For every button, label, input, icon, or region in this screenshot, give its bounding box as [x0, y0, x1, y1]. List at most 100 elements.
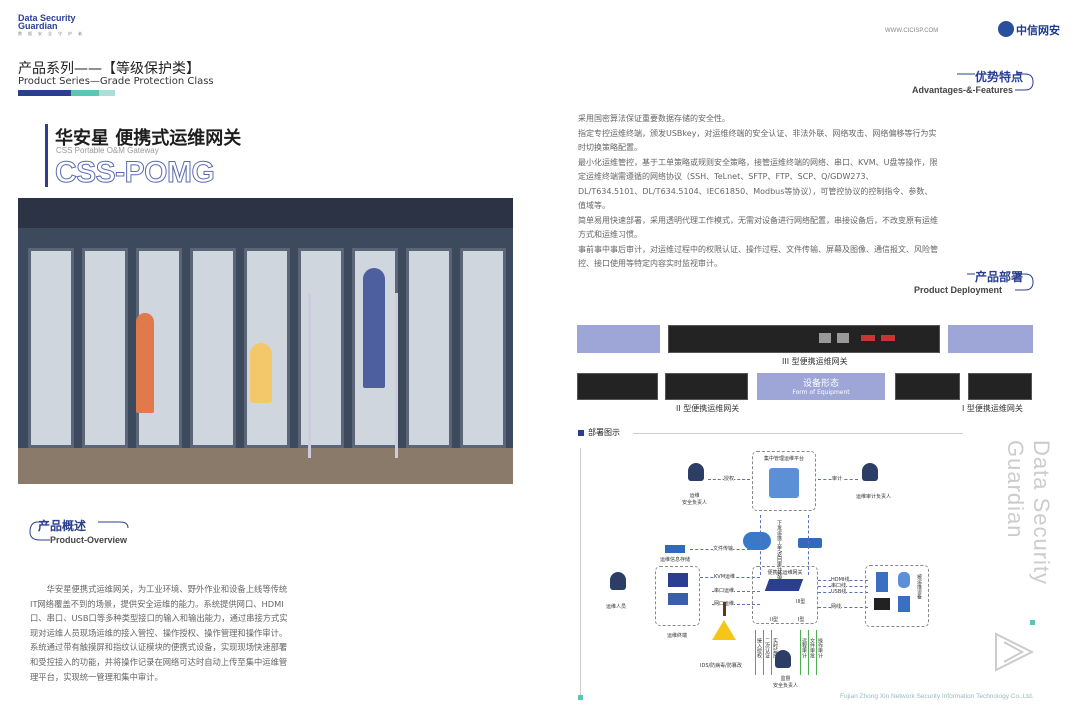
net-line-label: 网线: [831, 603, 842, 610]
server-rack: [298, 248, 344, 448]
file-transfer-label: 文件传输: [713, 545, 734, 552]
hdmi-label: HDMI线: [831, 576, 850, 583]
monitor-icon: [667, 573, 688, 587]
features-list: 采用国密算法保证重要数据存储的安全性。 指定专控运维终端，颁发USBkey，对运…: [578, 112, 938, 272]
series-subtitle: Product Series—Grade Protection Class: [18, 76, 214, 87]
deployment-heading: 产品部署: [975, 270, 1024, 284]
laptop-icon: [667, 593, 688, 605]
person-on-ladder: [363, 268, 385, 388]
feature-item: 采用国密算法保证重要数据存储的安全性。: [578, 114, 730, 123]
type2-label: II型: [770, 617, 778, 623]
arrow: [818, 607, 868, 608]
features-heading-frame: [957, 73, 1034, 91]
feature-item: 简单易用快速部署，采用透明代理工作模式，无需对设备进行网络配置，串接设备后，不改…: [578, 215, 938, 240]
server-icon: [898, 596, 910, 612]
green-arrow-down: [816, 630, 817, 675]
green-arrow-up: [755, 630, 756, 675]
company-logo-icon: [998, 21, 1014, 37]
kvm-label: KVM运维: [714, 573, 736, 580]
device-type3-image: [668, 325, 940, 353]
device-type3-caption: III 型便携运维网关: [782, 357, 848, 366]
device-type1-caption: I 型便携运维网关: [962, 404, 1023, 413]
form-en: Form of Equipment: [792, 389, 850, 396]
supervisor-icon: [775, 650, 791, 668]
decor-block-left: [577, 325, 660, 353]
serial-label: 串口运维: [714, 587, 735, 594]
person-icon: [862, 463, 878, 481]
green-arrow-up: [771, 630, 772, 675]
brand-outline-logo: [995, 632, 1035, 672]
brand-tagline: 数据安全守护者: [18, 31, 88, 36]
form-cn: 设备形态: [802, 379, 839, 389]
floor: [18, 448, 513, 484]
green-arrow-up: [763, 630, 764, 675]
decor-block-right: [948, 325, 1033, 353]
warning-icon: [712, 620, 736, 640]
website-url[interactable]: WWW.CICISP.COM: [885, 28, 939, 34]
brand-logo: Data Security Guardian: [18, 14, 78, 31]
server-rack: [28, 248, 74, 448]
hdmi-port: [861, 335, 875, 341]
ids-label: IDS/防病毒/防篡改: [700, 663, 742, 669]
usb-label: USB线: [831, 588, 847, 595]
dispatch-label: 下发运维工单/返回审计数据: [776, 520, 782, 582]
server-rack: [460, 248, 506, 448]
usb-key-icon: [798, 538, 822, 548]
gateway-box: 便携式运维网关: [752, 566, 818, 624]
divider-vertical: [580, 448, 581, 700]
series-title: 产品系列——【等级保护类】: [18, 61, 200, 77]
platform-box: 集中管理运维平台: [752, 451, 816, 511]
ceiling: [18, 198, 513, 228]
overview-heading: 产品概述: [38, 519, 87, 533]
down-label: 远程审计: [801, 638, 807, 658]
supervisor-label: 监督 安全负责人: [773, 676, 799, 689]
cloud-icon: [743, 532, 771, 550]
company-logo-text: 中信网安: [1016, 24, 1060, 37]
footer-company: Fujian Zhong Xin Network Security Inform…: [840, 693, 1034, 700]
switch-icon: [874, 598, 890, 610]
overview-heading-frame: [29, 521, 129, 541]
gateway-icon: [764, 579, 804, 591]
ladder: [308, 293, 398, 458]
feature-item: 指定专控运维终端，颁发USBkey，对运维终端的安全认证、非法外联、网络攻击、网…: [578, 128, 937, 153]
server-room-illustration: [18, 198, 513, 484]
person-standing: [136, 313, 154, 413]
gateway-label: 便携式运维网关: [767, 570, 803, 576]
feature-item: 最小化运维管控，基于工单策略或规则安全策略，接管运维终端的网络、串口、KVM、U…: [578, 157, 938, 211]
feature-item: 事前事中事后审计，对运维过程中的权限认证、操作过程、文件传输、屏幕及图像、通信报…: [578, 244, 938, 269]
server-rack: [406, 248, 452, 448]
accent-bar-dark: [18, 90, 71, 96]
up-label: 实时监控: [772, 638, 778, 658]
ops-owner-label: 运维 安全负责人: [682, 493, 708, 506]
divider: [633, 433, 963, 434]
title-accent: [45, 124, 48, 187]
server-rack: [190, 248, 236, 448]
type1-label: I型: [798, 617, 805, 623]
rj45-port: [837, 333, 849, 343]
features-heading-en: Advantages-&-Features: [912, 85, 1014, 95]
overview-text: 华安星便携式运维网关，为工业环境、野外作业和设备上线等传统IT网络覆盖不到的场景…: [30, 584, 288, 682]
arrow: [712, 591, 760, 592]
up-label: 二次认证: [764, 638, 770, 658]
green-arrow-down: [800, 630, 801, 675]
target-label: 被运维设备: [916, 574, 922, 599]
corner-marker: [578, 695, 583, 700]
hdmi-port: [881, 335, 895, 341]
server-rack: [82, 248, 128, 448]
form-of-equipment-label: 设备形态 Form of Equipment: [757, 373, 885, 400]
device-type1-back: [968, 373, 1032, 400]
server-icon: [769, 468, 799, 498]
device-type2-back: [665, 373, 748, 400]
platform-label: 集中管理运维平台: [763, 456, 804, 462]
device-type2-front: [577, 373, 658, 400]
green-arrow-down: [808, 630, 809, 675]
rj45-port: [819, 333, 831, 343]
audit-label: 审计: [832, 475, 843, 482]
storage-label: 运维信息存储: [660, 557, 691, 563]
device-type1-front: [895, 373, 960, 400]
down-label: 操作审计: [817, 638, 823, 658]
arrow: [760, 515, 761, 575]
authorize-label: 授权: [724, 475, 735, 482]
product-model: CSS-POMG: [54, 156, 215, 189]
arrow: [808, 515, 809, 575]
